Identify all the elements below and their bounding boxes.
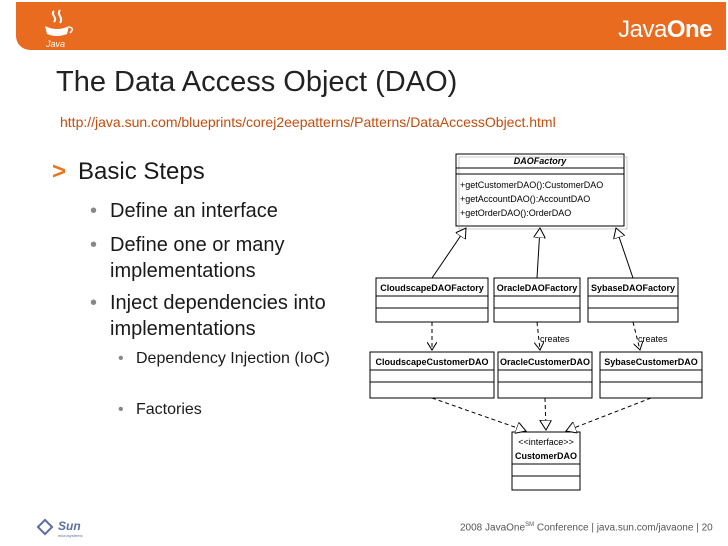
sybase-factory-class: SybaseDAOFactory: [587, 277, 679, 323]
factory-method: +getCustomerDAO():CustomerDAO: [460, 180, 603, 190]
sun-logo-tagline: microsystems: [58, 533, 82, 538]
factory-class-name: SybaseDAOFactory: [591, 283, 675, 293]
header-bar: Java JavaOne: [16, 2, 726, 50]
creates-label: creates: [638, 334, 668, 344]
sub-label: Dependency Injection (IoC): [136, 350, 330, 367]
dao-class-diagram: DAOFactory +getCustomerDAO():CustomerDAO…: [369, 153, 703, 491]
step-label: Define an interface: [110, 200, 278, 222]
oracle-factory-class: OracleDAOFactory: [493, 277, 581, 323]
interface-stereotype: <<interface>>: [518, 437, 574, 447]
interface-name: CustomerDAO: [515, 451, 577, 461]
dao-class-name: SybaseCustomerDAO: [604, 357, 698, 367]
daofactory-class: DAOFactory +getCustomerDAO():CustomerDAO…: [455, 153, 628, 230]
footer-conference: 2008 JavaOne: [460, 522, 526, 534]
sun-logo-text: Sun: [58, 519, 81, 533]
bullet-main-label: Basic Steps: [78, 158, 205, 185]
creates-label: creates: [540, 334, 570, 344]
footer-sm: SM: [525, 522, 535, 528]
cloudscape-dao-class: CloudscapeCustomerDAO: [369, 351, 495, 399]
footer-text: 2008 JavaOneSM Conference | java.sun.com…: [460, 522, 713, 533]
step-label: Inject dependencies into implementations: [110, 292, 326, 340]
bullet-dot-icon: •: [90, 234, 98, 256]
sybase-dao-class: SybaseCustomerDAO: [599, 351, 703, 399]
bullet-arrow-icon: >: [52, 158, 67, 185]
javaone-brand: JavaOne: [618, 16, 712, 44]
java-coffee-cup-logo: Java: [45, 9, 73, 49]
interface-realization-arrows: [431, 397, 652, 431]
daofactory-name: DAOFactory: [514, 156, 568, 166]
creates-dependency-arrows: [432, 321, 640, 350]
dao-class-name: CloudscapeCustomerDAO: [375, 357, 488, 367]
factory-class-name: CloudscapeDAOFactory: [380, 283, 484, 293]
step-label: Define one or many implementations: [110, 234, 285, 282]
oracle-dao-class: OracleCustomerDAO: [497, 351, 593, 399]
factory-method: +getOrderDAO():OrderDAO: [460, 208, 571, 218]
cloudscape-factory-class: CloudscapeDAOFactory: [375, 277, 489, 323]
dao-class-name: OracleCustomerDAO: [500, 357, 590, 367]
customerdao-interface: <<interface>> CustomerDAO: [511, 431, 581, 491]
java-logo-text: Java: [45, 39, 65, 49]
javaone-brand-suffix: One: [666, 16, 713, 43]
reference-url: http://java.sun.com/blueprints/corej2eep…: [60, 114, 556, 130]
sub-label: Factories: [136, 401, 202, 418]
javaone-brand-prefix: Java: [618, 16, 667, 43]
footer-conference-rest: Conference | java.sun.com/javaone | 20: [534, 522, 713, 534]
factory-class-name: OracleDAOFactory: [497, 283, 578, 293]
bullet-dot-icon: •: [118, 350, 124, 367]
factory-inheritance-arrows: [431, 228, 634, 279]
slide-title: The Data Access Object (DAO): [56, 66, 458, 98]
bullet-main: > Basic Steps: [52, 158, 205, 186]
factory-method: +getAccountDAO():AccountDAO: [460, 194, 590, 204]
bullet-dot-icon: •: [90, 200, 98, 222]
sun-microsystems-logo: Sun microsystems: [36, 518, 82, 538]
bullet-dot-icon: •: [118, 401, 124, 418]
bullet-dot-icon: •: [90, 292, 98, 314]
